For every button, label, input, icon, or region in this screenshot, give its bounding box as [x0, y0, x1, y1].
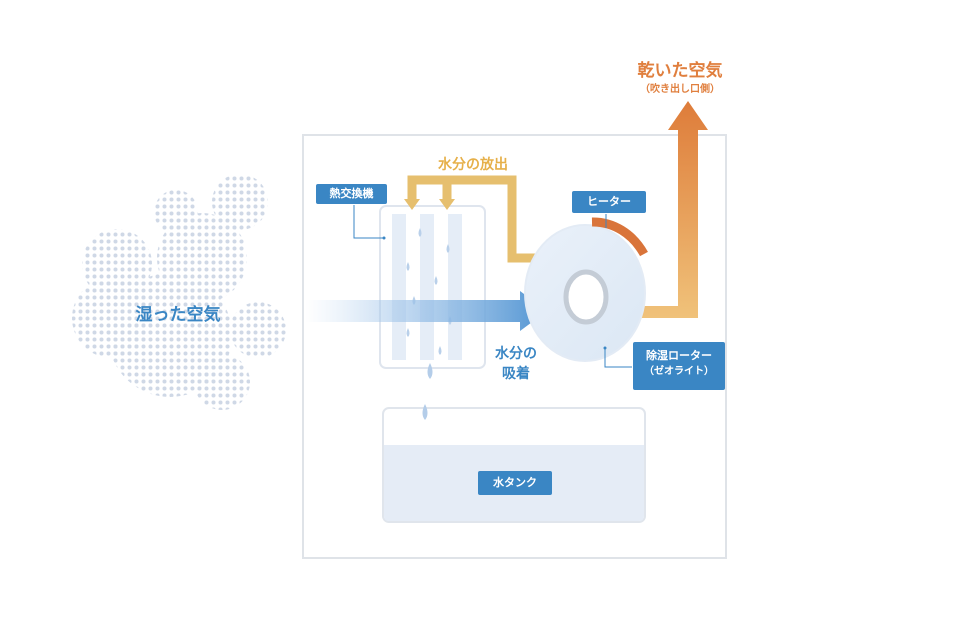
heater-element — [591, 217, 648, 257]
heat-exchanger — [379, 205, 486, 369]
desiccant-rotor — [524, 224, 646, 362]
moisture-release-label: 水分の放出 — [438, 157, 508, 173]
rotor-label-sub: （ゼオライト） — [644, 366, 714, 377]
humid-air-arrow — [305, 291, 547, 331]
rotor-label-main: 除湿ローター — [646, 349, 712, 362]
dry-air-arrow — [640, 101, 708, 318]
water-tank — [382, 407, 646, 523]
heat-exchanger-label: 熱交換機 — [316, 184, 387, 204]
moisture-absorb-label-line1: 水分の — [495, 346, 537, 362]
moisture-release-path — [407, 175, 545, 263]
humid-air-label: 湿った空気 — [135, 305, 221, 325]
falling-droplets — [422, 363, 433, 420]
water-tank-label: 水タンク — [478, 471, 552, 495]
leader-lines — [353, 205, 632, 368]
moisture-absorb-label-line2: 吸着 — [502, 366, 530, 382]
humid-air-cloud — [72, 174, 286, 410]
rotor-label: 除湿ローター （ゼオライト） — [633, 342, 725, 390]
moisture-release-arrowheads — [404, 199, 455, 210]
heater-label: ヒーター — [572, 191, 646, 213]
dry-air-label: 乾いた空気 — [637, 61, 723, 81]
dry-air-sublabel: （吹き出し口側） — [640, 84, 720, 95]
